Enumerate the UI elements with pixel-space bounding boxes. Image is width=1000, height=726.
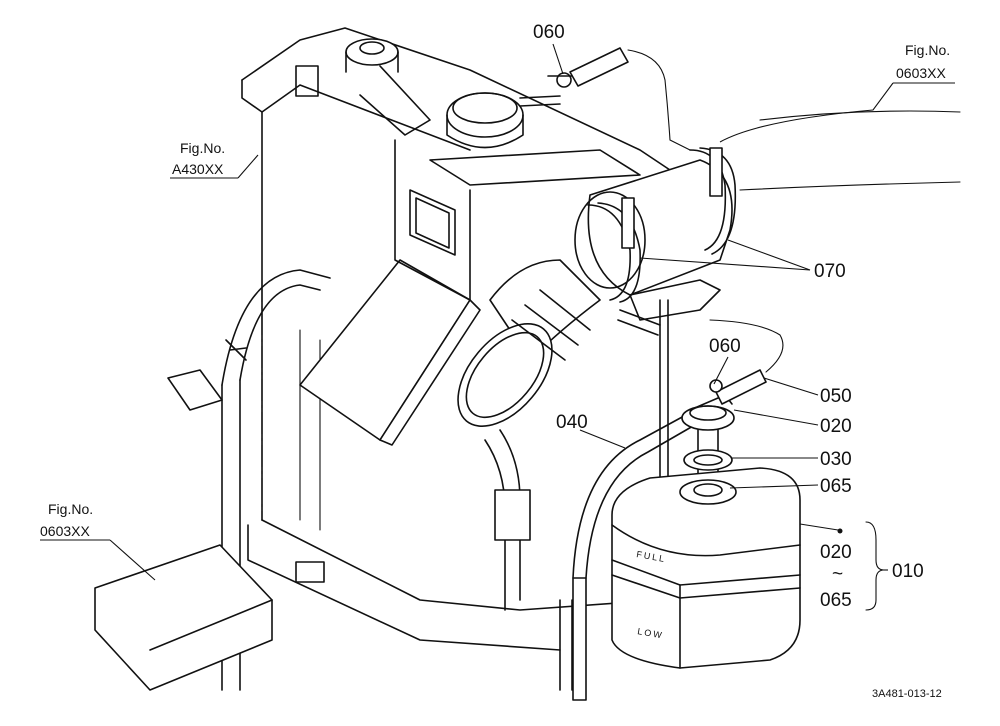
- callout-040: 040: [556, 412, 588, 433]
- callout-060-top: 060: [533, 22, 565, 43]
- frame-pipes: [94, 269, 573, 691]
- overflow-hose-040: [572, 409, 701, 701]
- fig-ref-top-right-number: 0603XX: [896, 65, 946, 81]
- callout-020: 020: [820, 416, 852, 437]
- reserve-tank-assembly: [611, 319, 801, 669]
- callout-range-from: 020: [820, 542, 852, 563]
- callout-010: 010: [892, 561, 924, 582]
- fig-ref-bottom-left-label: Fig.No.: [48, 501, 93, 517]
- callout-060-mid: 060: [709, 336, 741, 357]
- callout-range-to: 065: [820, 590, 852, 611]
- drawing-code: 3A481-013-12: [872, 688, 942, 700]
- air-intake-hose: [457, 259, 601, 427]
- callout-070: 070: [814, 261, 846, 282]
- tank-low-mark: LOW: [637, 626, 665, 640]
- upper-hose: [547, 47, 691, 151]
- radiator-assembly: [241, 27, 701, 651]
- shroud-plates: [299, 139, 481, 446]
- callout-050: 050: [820, 386, 852, 407]
- callout-065: 065: [820, 476, 852, 497]
- fig-ref-left-number: A430XX: [172, 161, 224, 177]
- fig-ref-top-right-label: Fig.No.: [905, 42, 950, 58]
- callout-range-tilde: ~: [832, 564, 843, 585]
- callout-030: 030: [820, 449, 852, 470]
- air-cleaner: [574, 147, 737, 336]
- leader-lines: [40, 43, 961, 611]
- fig-ref-bottom-left-number: 0603XX: [40, 523, 90, 539]
- fig-ref-left-label: Fig.No.: [180, 140, 225, 156]
